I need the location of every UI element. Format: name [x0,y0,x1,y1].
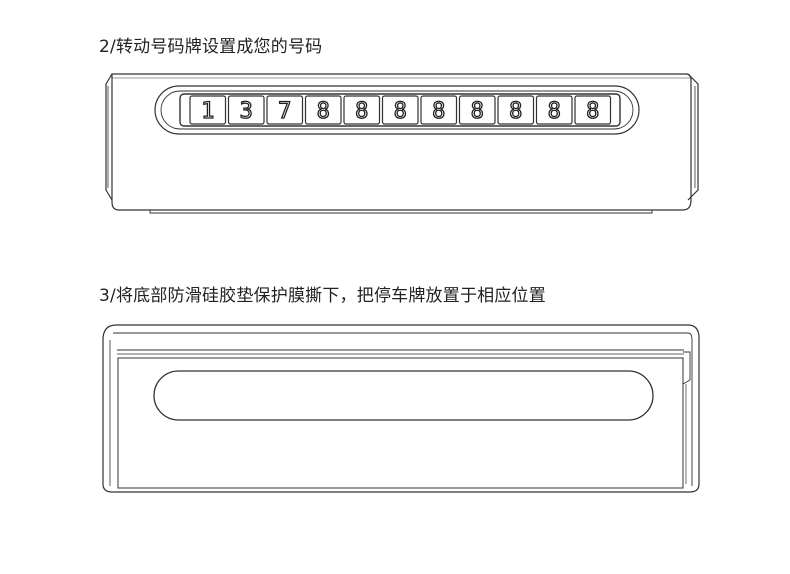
digit-wheel-6 [381,95,419,125]
digit-label-7: 8 [432,99,445,124]
digit-label-11: 8 [586,99,599,124]
digit-wheel-5 [343,95,381,125]
digit-wheel-4 [304,95,342,125]
digit-label-8: 8 [471,99,484,124]
digit-label-9: 8 [509,99,522,124]
digit-label-2: 3 [240,99,253,124]
digit-label-4: 8 [317,99,330,124]
digit-label-3: 7 [278,99,291,124]
step-3-instruction: 3/将底部防滑硅胶垫保护膜撕下，把停车牌放置于相应位置 [99,286,546,306]
digit-wheel-11 [574,95,612,125]
digit-label-1: 1 [201,99,214,124]
digit-wheel-1 [189,95,227,125]
digit-label-10: 8 [548,99,561,124]
digit-wheel-7 [420,95,458,125]
step-2-instruction: 2/转动号码牌设置成您的号码 [99,37,323,57]
digit-wheel-8 [458,95,496,125]
digit-wheel-9 [497,95,535,125]
digit-label-6: 8 [394,99,407,124]
parking-plate-front-view [105,73,699,214]
digit-wheel-2 [227,95,265,125]
digit-wheel-10 [535,95,573,125]
digit-wheel-3 [266,95,304,125]
digit-label-5: 8 [355,99,368,124]
parking-plate-bottom-view [102,324,700,493]
